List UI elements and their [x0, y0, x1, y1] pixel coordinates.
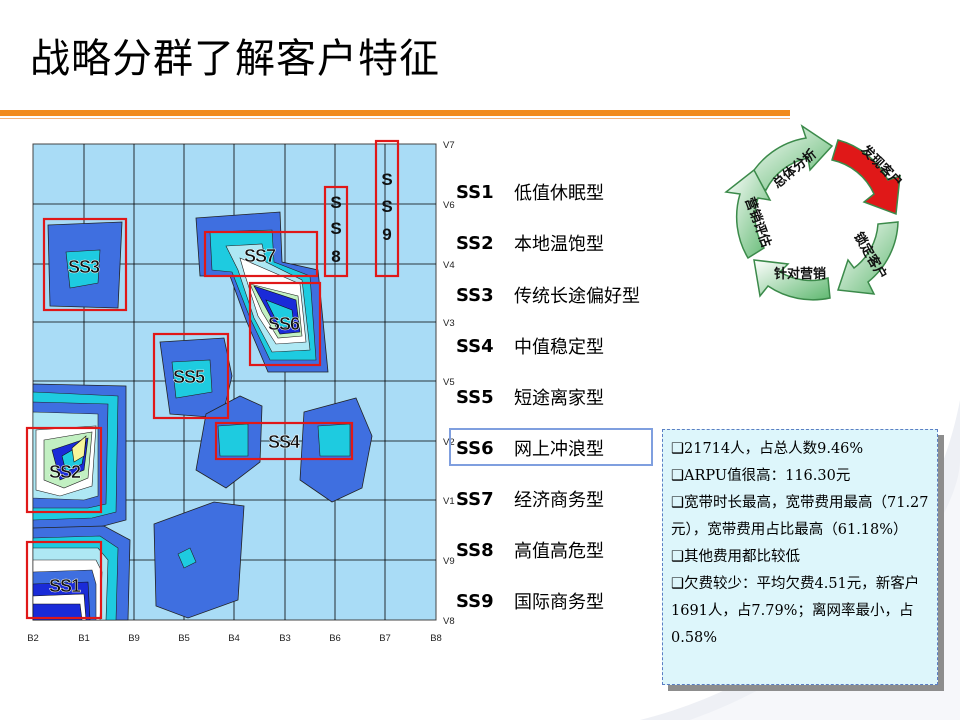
legend-item-ss4: SS4 中值稳定型: [456, 332, 604, 360]
blob-ss7-ss6: [195, 211, 329, 373]
legend-name: 经济商务型: [514, 490, 604, 511]
ss8-letter-3: 8: [331, 247, 340, 266]
legend-code: SS4: [456, 335, 494, 357]
blob-lower-middle: [153, 501, 245, 619]
cycle-segment-discover: [831, 139, 901, 216]
ss9-letter-2: S: [381, 197, 392, 216]
cycle-label-target: 针对营销: [773, 266, 826, 282]
ss9-letter-1: S: [381, 170, 392, 189]
x-tick-label: B8: [430, 633, 442, 644]
cluster-boxes: [25, 139, 400, 620]
cluster-label-ss4: SS4: [268, 432, 300, 452]
info-line: ❑ARPU值很高：116.30元: [671, 468, 851, 484]
x-tick-label: B4: [228, 633, 240, 644]
legend-item-ss2: SS2 本地温饱型: [456, 229, 604, 257]
info-line: ❑宽带时长最高，宽带费用最高（71.27元），宽带费用占比最高（61.18%）: [671, 495, 929, 538]
blob-ss5: [159, 337, 233, 419]
x-tick-label: B2: [27, 633, 39, 644]
ss9-letter-3: 9: [382, 225, 391, 244]
ss8-letter-1: S: [330, 193, 341, 212]
cycle-segment-analysis: [746, 124, 834, 192]
page-title: 战略分群了解客户特征: [30, 36, 440, 82]
cluster-box-ss4: [214, 421, 354, 461]
ss6-detail-box: ❑21714人，占总人数9.46% ❑ARPU值很高：116.30元 ❑宽带时长…: [662, 429, 938, 685]
title-divider: [0, 110, 790, 116]
ss8-letter-2: S: [330, 219, 341, 238]
info-line: ❑其他费用都比较低: [671, 549, 800, 565]
title-divider-thin: [0, 118, 790, 119]
legend-name: 本地温饱型: [514, 234, 604, 255]
cluster-box-ss1: [25, 540, 103, 620]
legend-name: 传统长途偏好型: [514, 286, 640, 307]
cluster-label-ss6: SS6: [268, 314, 300, 334]
legend-item-ss1: SS1 低值休眠型: [456, 178, 604, 206]
cycle-segment-evaluate: [724, 168, 772, 260]
info-line: ❑欠费较少：平均欠费4.51元，新客户1691人，占7.79%；离网率最小，占0…: [671, 576, 920, 646]
legend-item-ss9: SS9 国际商务型: [456, 587, 604, 615]
cluster-label-ss2: SS2: [49, 462, 81, 482]
cluster-box-ss3: [42, 217, 128, 312]
blob-ss3: [47, 221, 123, 309]
legend-item-ss3: SS3 传统长途偏好型: [456, 281, 640, 309]
y-tick-label: V1: [443, 496, 455, 507]
legend-highlight-ss6: [449, 428, 653, 466]
legend-name: 网上冲浪型: [514, 439, 604, 460]
cluster-label-ss3: SS3: [68, 257, 100, 277]
legend-item-ss5: SS5 短途离家型: [456, 383, 604, 411]
y-tick-label: V5: [443, 377, 455, 388]
cycle-segment-lock: [836, 221, 899, 295]
cluster-label-ss7: SS7: [244, 246, 276, 266]
legend-code: SS1: [456, 181, 494, 203]
cluster-box-ss5: [152, 332, 230, 420]
legend-name: 国际商务型: [514, 592, 604, 613]
cycle-segment-target: [753, 259, 831, 301]
legend-name: 短途离家型: [514, 388, 604, 409]
y-tick-label: V3: [443, 318, 455, 329]
legend-code: SS8: [456, 539, 494, 561]
x-tick-label: B3: [279, 633, 291, 644]
y-tick-label: V8: [443, 616, 455, 627]
legend-code: SS9: [456, 590, 494, 612]
y-tick-label: V6: [443, 200, 455, 211]
legend-code: SS2: [456, 232, 494, 254]
legend-name: 中值稳定型: [514, 337, 604, 358]
legend-item-ss7: SS7 经济商务型: [456, 485, 604, 513]
cluster-box-ss9: [374, 139, 400, 278]
legend-code: SS7: [456, 488, 494, 510]
x-tick-label: B1: [78, 633, 90, 644]
cluster-box-ss8: [323, 185, 349, 278]
x-tick-label: B7: [379, 633, 391, 644]
legend-name: 高值高危型: [514, 541, 604, 562]
y-tick-label: V2: [443, 437, 455, 448]
y-tick-label: V7: [443, 140, 455, 151]
legend-code: SS6: [456, 437, 494, 459]
marketing-cycle-diagram: 总体分析 发现客户 锁定客户 针对营销 营销评估: [724, 124, 906, 301]
blob-ss2: [32, 383, 127, 531]
legend-code: SS3: [456, 284, 494, 306]
legend-name: 低值休眠型: [514, 183, 604, 204]
cluster-box-ss2: [25, 426, 103, 514]
x-tick-label: B5: [178, 633, 190, 644]
y-tick-label: V4: [443, 260, 455, 271]
cluster-label-ss5: SS5: [173, 367, 205, 387]
cluster-label-ss1: SS1: [49, 576, 81, 596]
cluster-box-ss6: [248, 281, 322, 367]
legend-code: SS5: [456, 386, 494, 408]
x-tick-label: B9: [128, 633, 140, 644]
y-tick-label: V9: [443, 556, 455, 567]
info-line: ❑21714人，占总人数9.46%: [671, 441, 864, 457]
cluster-box-ss7: [203, 230, 319, 278]
legend-item-ss6: SS6 网上冲浪型: [456, 434, 604, 462]
blob-ss1: [32, 525, 131, 621]
legend-item-ss8: SS8 高值高危型: [456, 536, 604, 564]
x-tick-label: B6: [329, 633, 341, 644]
